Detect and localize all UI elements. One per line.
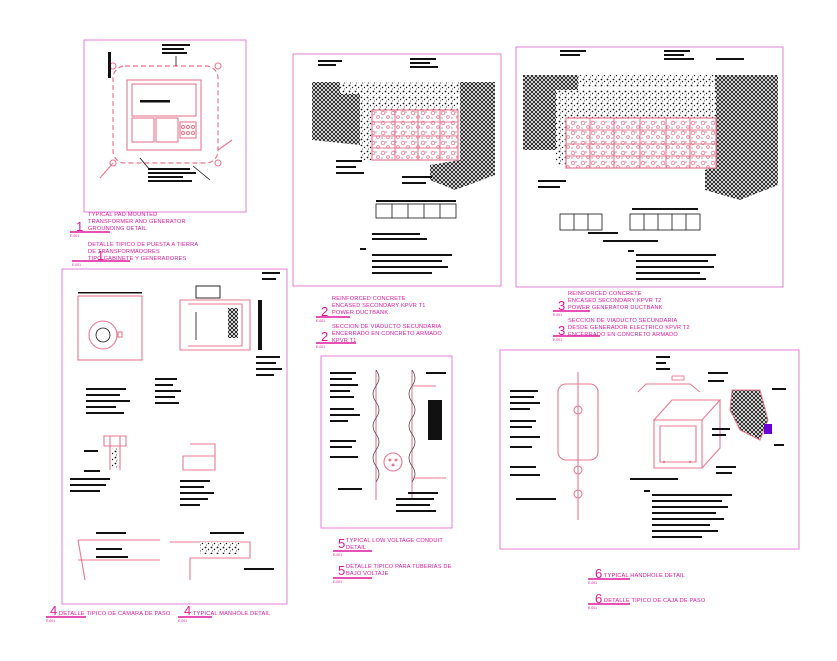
detail-6-handhole-frame: [499, 349, 800, 550]
svg-text:REINFORCED CONCRETE: REINFORCED CONCRETE: [568, 291, 642, 297]
title-1b: 1 E-001 DETALLE TIPICO DE PUESTA A TIERR…: [72, 242, 198, 267]
svg-text:TYPICAL PAD MOUNTED: TYPICAL PAD MOUNTED: [88, 212, 157, 218]
svg-text:ENCERRADO EN CONCRETO ARMADO: ENCERRADO EN CONCRETO ARMADO: [568, 332, 678, 338]
svg-text:E-001: E-001: [333, 580, 342, 584]
svg-text:5: 5: [338, 563, 345, 578]
svg-text:E-001: E-001: [316, 345, 325, 349]
svg-text:REINFORCED CONCRETE: REINFORCED CONCRETE: [332, 296, 406, 302]
svg-text:E-001: E-001: [178, 619, 187, 623]
svg-text:TRANSFORMER AND GENERATOR: TRANSFORMER AND GENERATOR: [88, 219, 186, 225]
svg-text:KPVR T1: KPVR T1: [332, 338, 357, 344]
svg-text:TYPICAL LOW VOLTAGE CONDUIT: TYPICAL LOW VOLTAGE CONDUIT: [346, 538, 443, 544]
svg-text:6: 6: [595, 591, 602, 606]
svg-text:BAJO VOLTAJE: BAJO VOLTAJE: [346, 571, 389, 577]
title-2a: 2 E-001 REINFORCED CONCRETE ENCASED SECO…: [316, 296, 426, 323]
svg-text:DETALLE TIPICO PARA TUBERIAS D: DETALLE TIPICO PARA TUBERIAS DE: [346, 564, 452, 570]
svg-text:E-001: E-001: [70, 234, 79, 238]
svg-text:ENCERRADO EN CONCRETO ARMADO: ENCERRADO EN CONCRETO ARMADO: [332, 331, 442, 337]
svg-text:E-001: E-001: [588, 581, 597, 585]
svg-text:TYPICAL MANHOLE DETAIL: TYPICAL MANHOLE DETAIL: [193, 611, 270, 617]
svg-text:1: 1: [97, 248, 104, 263]
svg-text:POWER DUCTBANK: POWER DUCTBANK: [332, 310, 388, 316]
svg-text:SECCION DE VIADUCTO SECUNDARIA: SECCION DE VIADUCTO SECUNDARIA: [332, 324, 441, 330]
detail-1-grounding-frame: [83, 39, 247, 213]
svg-text:DETAIL: DETAIL: [346, 545, 366, 551]
svg-text:DETALLE TIPICO DE CAMARA DE PA: DETALLE TIPICO DE CAMARA DE PASO: [59, 611, 171, 617]
title-4b: 4 E-001 TYPICAL MANHOLE DETAIL: [178, 603, 270, 623]
title-1a: 1 E-001 TYPICAL PAD MOUNTED TRANSFORMER …: [70, 212, 186, 238]
title-5a: 5 E-001 TYPICAL LOW VOLTAGE CONDUIT DETA…: [333, 536, 443, 557]
svg-text:4: 4: [50, 603, 57, 618]
svg-text:POWER GENERATOR DUCTBANK: POWER GENERATOR DUCTBANK: [568, 305, 663, 311]
svg-text:1: 1: [76, 219, 83, 234]
svg-text:E-001: E-001: [316, 319, 325, 323]
svg-text:TIPO GABINETE Y GENERADORES: TIPO GABINETE Y GENERADORES: [88, 256, 187, 262]
svg-text:6: 6: [595, 566, 602, 581]
svg-text:E-001: E-001: [553, 313, 562, 317]
svg-text:3: 3: [558, 323, 565, 338]
svg-text:DE TRANSFORMADORES: DE TRANSFORMADORES: [88, 249, 160, 255]
detail-2-ductbank-frame: [292, 53, 502, 287]
svg-text:2: 2: [321, 329, 328, 344]
svg-text:E-001: E-001: [46, 619, 55, 623]
svg-text:ENCASED SECONDARY KPVR T2: ENCASED SECONDARY KPVR T2: [568, 298, 662, 304]
svg-text:4: 4: [184, 603, 191, 618]
title-5b: 5 E-001 DETALLE TIPICO PARA TUBERIAS DE …: [333, 563, 452, 584]
svg-text:E-001: E-001: [333, 553, 342, 557]
svg-text:E-001: E-001: [553, 338, 562, 342]
svg-text:DESDE GENERADOR ELECTRICO KPVR: DESDE GENERADOR ELECTRICO KPVR T2: [568, 325, 690, 331]
title-6a: 6 E-001 TYPICAL HANDHOLE DETAIL: [588, 566, 685, 585]
svg-text:SECCION DE VIADUCTO SECUNDARIA: SECCION DE VIADUCTO SECUNDARIA: [568, 318, 677, 324]
svg-text:3: 3: [558, 298, 565, 313]
detail-3-generator-ductbank-frame: [515, 46, 784, 288]
title-3a: 3 E-001 REINFORCED CONCRETE ENCASED SECO…: [553, 291, 663, 317]
title-3b: 3 E-001 SECCION DE VIADUCTO SECUNDARIA D…: [553, 318, 690, 342]
svg-text:E-001: E-001: [72, 263, 81, 267]
svg-text:5: 5: [338, 536, 345, 551]
svg-text:ENCASED SECONDARY KPVR T1: ENCASED SECONDARY KPVR T1: [332, 303, 426, 309]
title-2b: 2 E-001 SECCION DE VIADUCTO SECUNDARIA E…: [316, 324, 442, 349]
detail-5-conduit-frame: [320, 355, 453, 529]
title-4a: 4 E-001 DETALLE TIPICO DE CAMARA DE PASO: [46, 603, 171, 623]
detail-4-manhole-frame: [61, 268, 288, 605]
svg-text:DETALLE TIPICO DE CAJA DE PASO: DETALLE TIPICO DE CAJA DE PASO: [604, 598, 706, 604]
svg-text:E-001: E-001: [588, 606, 597, 610]
title-6b: 6 E-001 DETALLE TIPICO DE CAJA DE PASO: [588, 591, 706, 610]
svg-text:TYPICAL HANDHOLE DETAIL: TYPICAL HANDHOLE DETAIL: [604, 573, 685, 579]
svg-text:DETALLE TIPICO DE PUESTA A TIE: DETALLE TIPICO DE PUESTA A TIERRA: [88, 242, 198, 248]
svg-text:2: 2: [321, 304, 328, 319]
svg-text:GROUNDING DETAIL: GROUNDING DETAIL: [88, 226, 147, 232]
